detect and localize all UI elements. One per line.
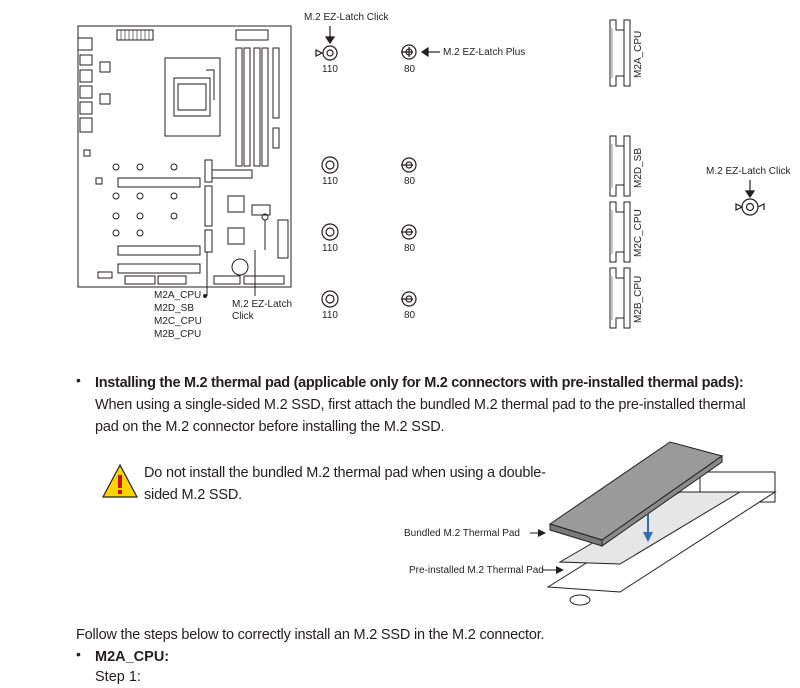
connector-label-m2a: M2A_CPU <box>633 30 644 78</box>
steps-intro: Follow the steps below to correctly inst… <box>76 627 545 643</box>
warning-icon <box>102 463 138 498</box>
length-80-c: 80 <box>404 243 416 254</box>
steps-subheading: M2A_CPU: <box>95 649 170 665</box>
length-80-a: 80 <box>404 64 416 75</box>
warning-line1: Do not install the bundled M.2 thermal p… <box>144 465 546 481</box>
step-1-label: Step 1: <box>95 669 141 685</box>
latch-click-board-line2: Click <box>232 311 254 322</box>
bullet-icon: • <box>76 372 81 388</box>
length-110-b: 110 <box>322 176 338 187</box>
connector-m2b-cpu <box>609 267 631 329</box>
thermal-pad-para-line2: pad on the M.2 connector before installi… <box>95 419 445 435</box>
length-80-b: 80 <box>404 176 416 187</box>
warning-line2: sided M.2 SSD. <box>144 487 242 503</box>
connector-m2a-cpu <box>609 19 631 87</box>
pad-bundled-label: Bundled M.2 Thermal Pad <box>404 528 520 539</box>
board-outline <box>77 25 292 288</box>
connector-m2c-cpu <box>609 201 631 263</box>
latch-click-board-line1: M.2 EZ-Latch <box>232 299 293 310</box>
latch-plus-label: M.2 EZ-Latch Plus <box>443 47 526 58</box>
length-80-d: 80 <box>404 310 416 321</box>
length-110-a: 110 <box>322 64 338 75</box>
latch-click-label-right: M.2 EZ-Latch Click <box>706 166 791 177</box>
pad-preinstalled-label: Pre-installed M.2 Thermal Pad <box>409 565 544 576</box>
board-label-m2a: M2A_CPU <box>154 290 202 301</box>
bullet-icon: • <box>76 646 81 662</box>
connector-label-m2d: M2D_SB <box>633 147 644 188</box>
latch-click-110-top <box>315 45 338 61</box>
thermal-pad-heading: Installing the M.2 thermal pad (applicab… <box>95 375 744 391</box>
board-label-m2c: M2C_CPU <box>154 316 202 327</box>
connector-m2d-sb <box>609 135 631 197</box>
latch-click-label-top: M.2 EZ-Latch Click <box>304 12 389 23</box>
connector-label-m2c: M2C_CPU <box>633 209 644 257</box>
connector-label-m2b: M2B_CPU <box>633 275 644 323</box>
length-110-d: 110 <box>322 310 338 321</box>
thermal-pad-illustration <box>530 441 777 606</box>
thermal-pad-para-line1: When using a single-sided M.2 SSD, first… <box>95 397 746 413</box>
board-label-m2b: M2B_CPU <box>154 329 202 340</box>
motherboard-diagram <box>77 19 765 329</box>
board-label-m2d: M2D_SB <box>154 303 195 314</box>
length-110-c: 110 <box>322 243 338 254</box>
